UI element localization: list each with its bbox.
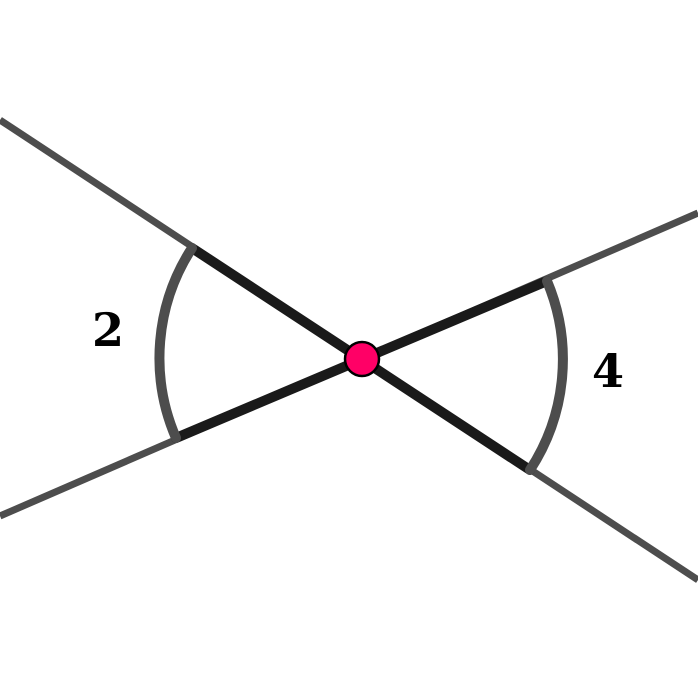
- angle-label-4: 4: [592, 344, 624, 398]
- angle-arc-2: [154, 243, 197, 443]
- angle-label-2: 2: [92, 303, 124, 357]
- angle-arc-4: [525, 276, 568, 475]
- intersection-point[interactable]: [343, 340, 381, 378]
